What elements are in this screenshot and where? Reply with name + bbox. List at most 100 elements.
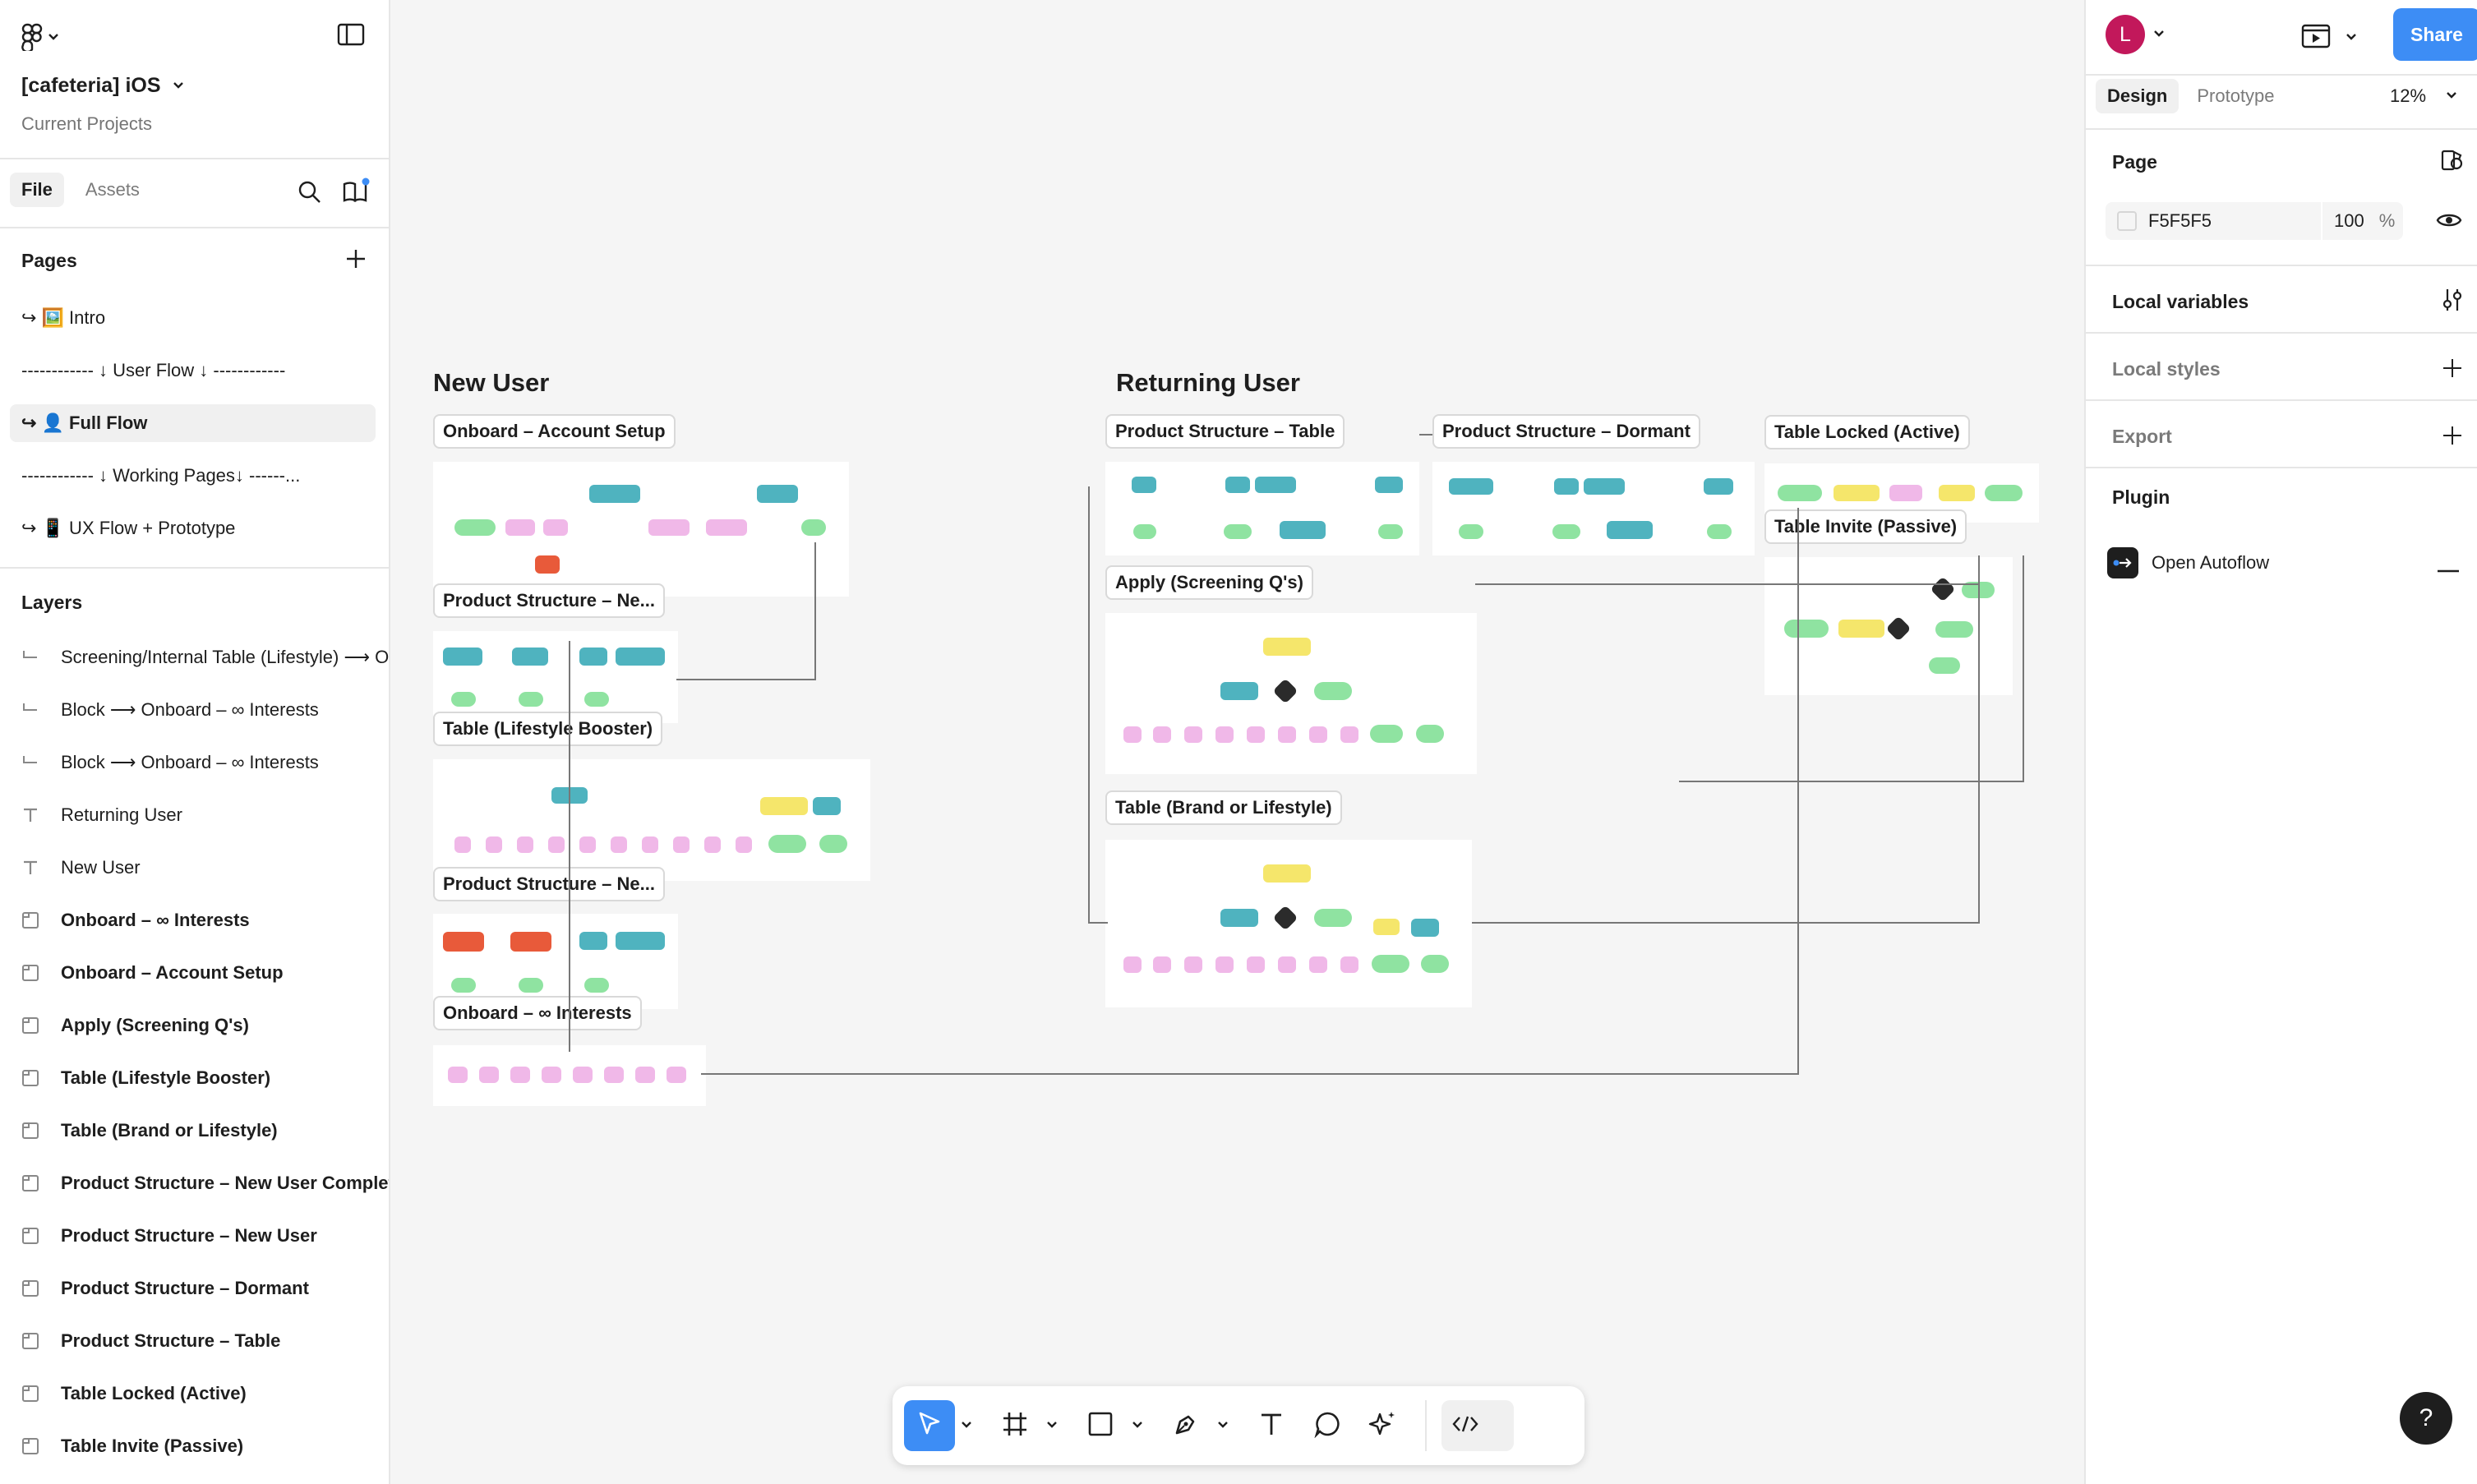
add-style-button[interactable] (2442, 358, 2462, 382)
layer-row[interactable]: Table (Lifestyle Booster) (0, 1053, 389, 1103)
zoom-menu[interactable]: 12% (2390, 85, 2457, 107)
page-opacity-value[interactable]: 100 (2334, 210, 2364, 231)
add-page-button[interactable] (345, 248, 367, 270)
text-tool-button[interactable] (1246, 1400, 1297, 1451)
frame-ps-dormant[interactable] (1432, 462, 1755, 555)
frame-label-table-brand[interactable]: Table (Brand or Lifestyle) (1105, 790, 1342, 825)
frame-label-ps-table[interactable]: Product Structure – Table (1105, 414, 1345, 449)
frame-label-table-lifestyle[interactable]: Table (Lifestyle Booster) (433, 712, 663, 746)
frame-table-invite[interactable] (1764, 557, 2013, 695)
canvas[interactable]: New User Returning User Onboard – Accoun… (390, 0, 2084, 1484)
layer-row[interactable]: Screening/Internal Table (Lifestyle) ⟶ O… (0, 633, 389, 682)
frame-label-onboard-interests[interactable]: Onboard – ∞ Interests (433, 996, 642, 1030)
layer-row[interactable]: Apply (Screening Q's) (0, 1001, 389, 1050)
plugin-open-autoflow[interactable]: Open Autoflow (2107, 547, 2269, 578)
tab-assets[interactable]: Assets (85, 179, 140, 200)
page-styles-button[interactable] (2439, 148, 2464, 177)
flow-node (1123, 726, 1142, 743)
layer-row[interactable]: Product Structure – Dormant (0, 1264, 389, 1313)
layer-row[interactable]: Table Locked (Active) (0, 1369, 389, 1418)
flow-node (1372, 955, 1409, 973)
frame-ps-new-complete[interactable] (433, 631, 678, 723)
pen-tool-menu[interactable] (1211, 1418, 1234, 1433)
frame-onboard-interests[interactable] (433, 1045, 706, 1106)
frame-label-ps-dormant[interactable]: Product Structure – Dormant (1432, 414, 1700, 449)
move-tool-menu[interactable] (955, 1418, 978, 1433)
page-item-intro[interactable]: ↪ 🖼️ Intro (21, 307, 106, 328)
frame-table-brand[interactable] (1105, 840, 1472, 1007)
pen-tool-button[interactable] (1160, 1400, 1211, 1451)
local-variables-button[interactable] (2441, 288, 2464, 316)
color-swatch[interactable] (2117, 211, 2137, 231)
search-button[interactable] (298, 180, 322, 205)
toggle-sidebar-button[interactable] (337, 23, 365, 46)
shape-tool-button[interactable] (1075, 1400, 1126, 1451)
share-button[interactable]: Share (2393, 8, 2477, 61)
layer-row[interactable]: Table Invite (Passive) (0, 1422, 389, 1471)
flow-node (1935, 621, 1973, 638)
layer-row[interactable]: Onboard – Account Setup (0, 948, 389, 998)
layer-row[interactable]: Block ⟶ Onboard – ∞ Interests (0, 685, 389, 735)
tab-prototype[interactable]: Prototype (2197, 85, 2275, 106)
account-menu[interactable]: L (2106, 15, 2165, 54)
flow-node (443, 648, 482, 666)
move-tool-button[interactable] (904, 1400, 955, 1451)
frame-tool-button[interactable] (989, 1400, 1040, 1451)
layer-row[interactable]: New User (0, 843, 389, 892)
frame-table-lifestyle[interactable] (433, 759, 870, 881)
add-export-button[interactable] (2442, 426, 2462, 449)
frame-label-table-locked[interactable]: Table Locked (Active) (1764, 415, 1970, 449)
help-button[interactable]: ? (2400, 1392, 2452, 1445)
frame-label-apply[interactable]: Apply (Screening Q's) (1105, 565, 1313, 600)
frame-apply[interactable] (1105, 613, 1477, 774)
page-item-ux-flow[interactable]: ↪ 📱 UX Flow + Prototype (21, 518, 236, 538)
export-title[interactable]: Export (2112, 426, 2172, 447)
tab-design[interactable]: Design (2096, 79, 2179, 113)
dev-mode-toggle[interactable] (1441, 1400, 1514, 1451)
flow-node (1411, 919, 1439, 937)
ai-tool-button[interactable] (1358, 1400, 1409, 1451)
shape-tool-menu[interactable] (1126, 1418, 1149, 1433)
file-name-menu[interactable]: [cafeteria] iOS (21, 74, 184, 98)
layer-row[interactable]: Block ⟶ Onboard – ∞ Interests (0, 738, 389, 787)
page-item-full-flow[interactable]: ↪ 👤 Full Flow (10, 404, 376, 442)
frame-label-onboard-account[interactable]: Onboard – Account Setup (433, 414, 676, 449)
local-variables-title[interactable]: Local variables (2112, 291, 2249, 312)
layer-label: Screening/Internal Table (Lifestyle) ⟶ O… (61, 647, 389, 667)
frame-tool-menu[interactable] (1040, 1418, 1063, 1433)
frame-ps-table[interactable] (1105, 462, 1419, 555)
flow-node (736, 836, 752, 853)
layer-row[interactable]: Onboard – ∞ Interests (0, 896, 389, 945)
frame-ps-new-user[interactable] (433, 914, 678, 1009)
remove-plugin-button[interactable] (2438, 562, 2459, 577)
pen-icon (1172, 1410, 1200, 1442)
text-layer-icon (21, 859, 39, 877)
page-color-value[interactable]: F5F5F5 (2148, 210, 2212, 231)
project-name[interactable]: Current Projects (21, 113, 152, 134)
flow-node (579, 932, 607, 950)
new-user-heading[interactable]: New User (433, 368, 550, 397)
layer-row[interactable]: Product Structure – New User Complete (0, 1159, 389, 1208)
returning-user-heading[interactable]: Returning User (1116, 368, 1300, 397)
figma-menu[interactable] (21, 23, 59, 51)
frame-onboard-account[interactable] (433, 462, 849, 597)
frame-label-table-invite[interactable]: Table Invite (Passive) (1764, 509, 1967, 544)
layer-row[interactable]: Product Structure – New User (0, 1211, 389, 1260)
tab-file[interactable]: File (10, 173, 64, 207)
layer-row[interactable]: Returning User (0, 790, 389, 840)
comment-tool-button[interactable] (1302, 1400, 1353, 1451)
flow-node (1421, 955, 1449, 973)
page-color-field[interactable]: F5F5F5 100 % (2106, 202, 2403, 240)
pages-title: Pages (21, 250, 77, 271)
present-menu[interactable] (2301, 21, 2357, 53)
text-icon (1257, 1410, 1285, 1442)
page-item-working-pages-divider[interactable]: ------------ ↓ Working Pages↓ ------... (21, 465, 301, 486)
layer-row[interactable]: Table (Brand or Lifestyle) (0, 1106, 389, 1155)
page-item-user-flow-divider[interactable]: ------------ ↓ User Flow ↓ ------------ (21, 360, 286, 380)
frame-label-ps-new-complete[interactable]: Product Structure – Ne... (433, 583, 665, 618)
library-button[interactable] (342, 177, 370, 204)
visibility-toggle[interactable] (2436, 210, 2462, 235)
local-styles-title[interactable]: Local styles (2112, 358, 2221, 380)
frame-label-ps-new-user[interactable]: Product Structure – Ne... (433, 867, 665, 901)
layer-row[interactable]: Product Structure – Table (0, 1316, 389, 1366)
